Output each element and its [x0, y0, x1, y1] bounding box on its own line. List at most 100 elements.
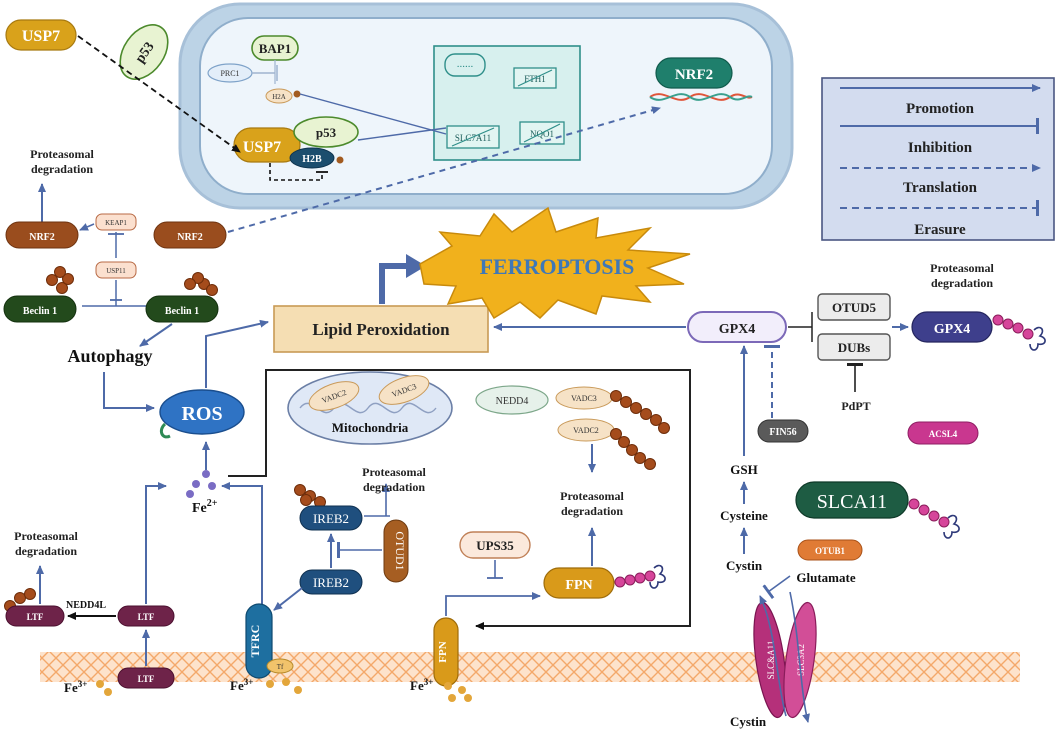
h2b-node: [289, 147, 335, 169]
otud5-box: [817, 293, 891, 321]
nrf2-nuclear-label: NRF2: [675, 67, 713, 83]
tf-node: [266, 658, 294, 674]
ros-node: [159, 389, 245, 435]
otud1-label: OTUD1: [393, 531, 407, 570]
ltf-membrane-node: [117, 667, 175, 689]
fin56-label: FIN56: [769, 427, 796, 438]
gene-ellipsis: ......: [457, 58, 474, 70]
ltf-degradation-word-2: degradation: [15, 544, 77, 558]
h2a-label: H2A: [272, 93, 286, 101]
lipid-peroxidation-label: Lipid Peroxidation: [312, 320, 450, 339]
fe2-label: Fe2+: [192, 498, 218, 516]
fpn-degradation-word-1: Proteasomal: [560, 489, 624, 503]
tfrc-fe3-label: Fe3+: [230, 677, 253, 693]
h2a-to-gene: [299, 93, 447, 135]
h2a-node: [265, 88, 293, 104]
ireb2-top-node: [299, 505, 363, 531]
mitochondria-cristae: [299, 402, 437, 414]
mito-box: [228, 369, 691, 627]
h2b-ub: [336, 156, 344, 164]
ltf-to-fe2: [145, 482, 167, 604]
glutamate-label: Glutamate: [796, 570, 855, 585]
fpn-fe3-dots: [444, 682, 472, 702]
glutamate-export: [789, 591, 810, 723]
ltf-mid-label: LTF: [138, 612, 155, 622]
ireb2-to-tfrc: [273, 587, 303, 611]
usp11-node: [95, 261, 137, 279]
acsl4-label: ACSL4: [929, 429, 958, 439]
ferroptosis-label: FERROPTOSIS: [480, 254, 635, 279]
p53-nuclear-label: p53: [316, 125, 337, 140]
autophagy-label: Autophagy: [67, 346, 152, 366]
beclin1-left-label: Beclin 1: [23, 306, 57, 317]
vadc3-mito-node: [378, 375, 430, 405]
h2a-ub: [293, 90, 301, 98]
fpn-internalization: [445, 592, 541, 616]
ros-label: ROS: [181, 403, 222, 425]
slc3a2-transporter-label: SLC3A2: [796, 644, 806, 676]
nrf2-right-node: [153, 221, 227, 249]
vadc2-ub-chain: [610, 428, 656, 470]
fpn-label: FPN: [565, 578, 592, 593]
nedd4l-label: NEDD4L: [66, 600, 106, 611]
gene-ellipsis-box: [444, 53, 486, 77]
slca11-ub-chain: [908, 498, 960, 539]
ferroptosis-burst: [419, 206, 691, 320]
bap1-label: BAP1: [259, 41, 292, 56]
keap1-node: [95, 213, 137, 231]
gpx4-label: GPX4: [719, 322, 756, 337]
nrf2-left-label: NRF2: [29, 232, 55, 243]
lipid-to-ferroptosis-head: [406, 254, 426, 278]
usp7-to-nucleus: [77, 35, 241, 153]
otud1-node: [383, 519, 409, 583]
nrf2-nuclear-node: [655, 57, 733, 89]
ros-tail: [159, 422, 171, 439]
nqo1-strike: [523, 123, 561, 143]
legend-box: [821, 77, 1055, 241]
ltf-left-node: [5, 605, 65, 627]
tfrc-fe3-dots: [266, 678, 302, 694]
fpn-ub-chain: [614, 564, 666, 589]
usp7-h2b-loop: [269, 163, 323, 181]
gpx4-degraded-node: [911, 311, 993, 343]
otub1-label: OTUB1: [815, 546, 846, 556]
prc1-label: PRC1: [220, 69, 239, 78]
slca11-node: [795, 481, 909, 519]
mitochondria-label: Mitochondria: [332, 420, 409, 435]
beclin1-right-ub-chain: [184, 272, 218, 296]
legend-erasure-label: Erasure: [914, 222, 966, 238]
fth1-label: FTH1: [524, 74, 546, 84]
fin56-node: [757, 419, 809, 443]
slc7a11-strike: [451, 127, 495, 147]
ireb2-ub-chain: [294, 484, 326, 508]
ireb2-degradation-word-2: degradation: [363, 480, 425, 494]
dubs-label: DUBs: [838, 340, 871, 355]
nedd4-node: [475, 385, 549, 415]
fe2-dots: [186, 470, 216, 498]
dubs-box: [817, 333, 891, 361]
p53-node: [119, 24, 169, 80]
ltf-membrane-label: LTF: [138, 674, 155, 684]
ltf-fe3-dots: [96, 680, 112, 696]
ltf-left-label: LTF: [27, 612, 44, 622]
gsh-label: GSH: [730, 462, 757, 477]
nrf2-right-label: NRF2: [177, 232, 203, 243]
gpx4-ub-chain: [992, 314, 1046, 351]
usp7-label: USP7: [22, 28, 60, 45]
acsl4-node: [907, 421, 979, 445]
slca11-label: SLCA11: [817, 491, 887, 513]
cystin-label: Cystin: [726, 558, 763, 573]
ltf-degradation-word-1: Proteasomal: [14, 529, 78, 543]
usp7-nuclear-label: USP7: [243, 139, 281, 156]
ltf-mid-node: [117, 605, 175, 627]
keap1-to-nrf2: [79, 223, 95, 231]
dna-strand-2: [649, 93, 753, 101]
beclin-to-autophagy: [139, 323, 173, 347]
beclin1-right-node: [145, 295, 219, 323]
gpx4-degradation-word-1: Proteasomal: [930, 261, 994, 275]
ireb2-degradation-word-1: Proteasomal: [362, 465, 426, 479]
